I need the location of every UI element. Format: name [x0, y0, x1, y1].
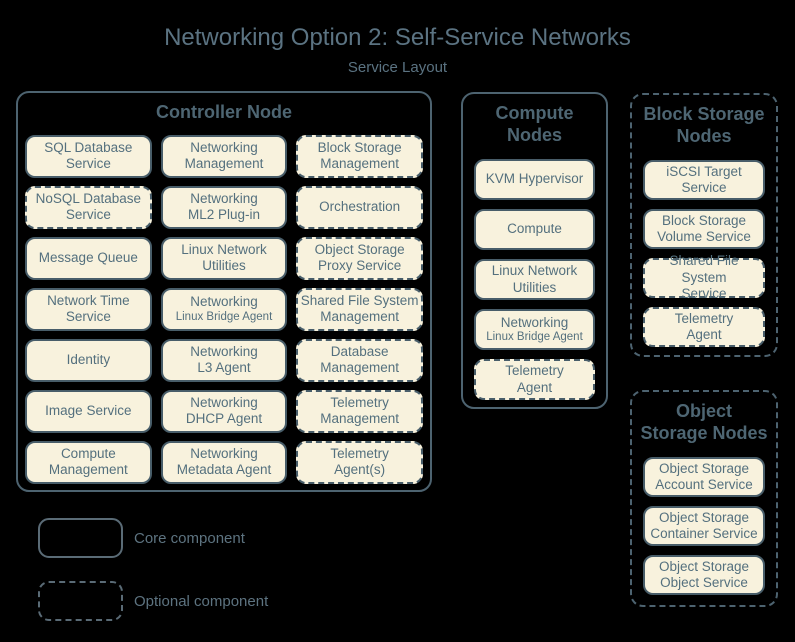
service-label: Compute [507, 221, 562, 237]
compute-services-column: KVM Hypervisor Compute Linux Network Uti… [463, 159, 606, 401]
service-label: Telemetry Agent [505, 363, 564, 395]
service-label: Block Storage Management [317, 139, 402, 172]
service-box: Telemetry Agent [643, 307, 765, 348]
service-box: Network Time Service [25, 287, 152, 331]
service-label: Networking Metadata Agent [176, 445, 272, 478]
service-label: Identity [66, 351, 111, 367]
legend-core-item: Core component [38, 518, 245, 558]
service-box: NoSQL Database Service [25, 185, 152, 229]
service-label: Linux Network Utilities [181, 241, 267, 274]
service-box: Identity [25, 338, 152, 382]
service-label: Network Time Service [47, 292, 130, 325]
service-label: KVM Hypervisor [485, 171, 584, 187]
service-label: Object Storage Object Service [658, 558, 750, 591]
service-box: Linux Network Utilities [474, 259, 595, 301]
compute-nodes-heading: Compute Nodes [495, 103, 574, 145]
controller-node-heading: Controller Node [155, 102, 292, 122]
service-box: Networking ML2 Plug-in [160, 185, 288, 229]
service-box: Message Queue [25, 236, 152, 280]
service-label: Shared File System Management [300, 292, 419, 325]
service-box: iSCSI Target Service [643, 160, 765, 201]
service-box: Telemetry Agent [474, 359, 595, 401]
service-label: Telemetry Agent [674, 310, 734, 343]
service-box: Networking Management [160, 134, 288, 178]
service-label: Networking DHCP Agent [185, 394, 263, 427]
service-box: Object Storage Proxy Service [296, 236, 423, 280]
object-storage-nodes-heading: Object Storage Nodes [640, 401, 768, 443]
service-box: Telemetry Management [296, 389, 423, 433]
service-box: Block Storage Volume Service [643, 209, 765, 250]
service-box: Shared File System Service [643, 253, 765, 301]
service-label: Networking ML2 Plug-in [187, 190, 261, 223]
service-label: Object Storage Proxy Service [314, 241, 405, 274]
block-storage-services-column: iSCSI Target Service Block Storage Volum… [632, 160, 776, 348]
service-box: Compute [474, 209, 595, 251]
controller-services-grid: SQL Database Service Networking Manageme… [25, 134, 423, 484]
block-storage-nodes-group: Block Storage Nodes iSCSI Target Service… [630, 93, 778, 357]
legend-optional-label: Optional component [134, 592, 269, 610]
service-box: Image Service [25, 389, 152, 433]
diagram-title: Networking Option 2: Self-Service Networ… [164, 24, 631, 51]
service-box: Block Storage Management [296, 134, 423, 178]
service-label: Image Service [45, 402, 132, 418]
service-label: NoSQL Database Service [35, 190, 141, 223]
service-label: Linux Network Utilities [491, 263, 578, 295]
service-box: Orchestration [296, 185, 423, 229]
controller-node-group: Controller Node SQL Database Service Net… [16, 91, 432, 492]
service-label: SQL Database Service [44, 139, 133, 172]
service-sublabel: Linux Bridge Agent [486, 331, 583, 344]
service-label: Networking L3 Agent [190, 343, 258, 376]
service-box: Shared File System Management [296, 287, 423, 331]
block-storage-nodes-heading: Block Storage Nodes [643, 104, 765, 146]
service-label: Compute Management [48, 445, 128, 478]
legend-optional-item: Optional component [38, 581, 268, 621]
service-label: Orchestration [319, 198, 401, 214]
core-component-swatch [38, 518, 123, 558]
diagram-subtitle: Service Layout [347, 59, 448, 76]
optional-component-swatch [38, 581, 123, 621]
service-label: iSCSI Target Service [666, 163, 742, 196]
service-label: Database Management [320, 343, 400, 376]
service-label: Telemetry Agent(s) [330, 445, 389, 478]
service-sublabel: Linux Bridge Agent [175, 310, 273, 323]
service-label: Networking Management [184, 139, 264, 172]
legend-core-label: Core component [134, 529, 245, 547]
service-box: Object Storage Object Service [643, 555, 765, 596]
service-label: Block Storage Volume Service [657, 212, 751, 245]
service-label: Networking [500, 314, 569, 330]
service-label: Shared File System Service [669, 253, 739, 302]
service-box: Networking Metadata Agent [160, 440, 288, 484]
object-storage-services-column: Object Storage Account Service Object St… [632, 457, 776, 596]
service-box: SQL Database Service [25, 134, 152, 178]
service-box: Compute Management [25, 440, 152, 484]
service-box: Networking DHCP Agent [160, 389, 288, 433]
service-label: Object Storage Container Service [650, 509, 758, 542]
object-storage-nodes-group: Object Storage Nodes Object Storage Acco… [630, 390, 778, 607]
service-label: Object Storage Account Service [655, 460, 753, 493]
service-label: Telemetry Management [320, 394, 400, 427]
service-box: Networking L3 Agent [160, 338, 288, 382]
service-box: Object Storage Container Service [643, 506, 765, 547]
service-box: Telemetry Agent(s) [296, 440, 423, 484]
service-box: Object Storage Account Service [643, 457, 765, 498]
service-label: Message Queue [38, 249, 138, 265]
service-label: Networking [190, 294, 258, 310]
compute-nodes-group: Compute Nodes KVM Hypervisor Compute Lin… [461, 92, 608, 409]
service-box: KVM Hypervisor [474, 159, 595, 201]
service-box: Database Management [296, 338, 423, 382]
service-box: Linux Network Utilities [160, 236, 288, 280]
